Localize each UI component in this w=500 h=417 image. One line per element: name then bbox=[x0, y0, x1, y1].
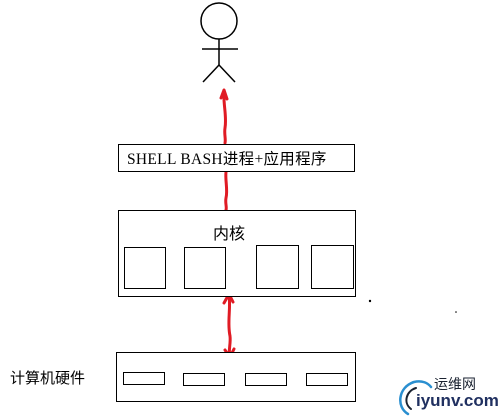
hardware-slot bbox=[123, 372, 165, 385]
hardware-slot bbox=[306, 373, 348, 386]
user-stick-figure bbox=[200, 2, 238, 83]
edge-shell-kernel bbox=[224, 170, 229, 212]
hardware-slot bbox=[183, 373, 225, 386]
user-right-leg bbox=[218, 64, 236, 83]
shell-layer-box bbox=[118, 144, 355, 172]
kernel-layer-label: 内核 bbox=[213, 224, 246, 243]
watermark-text-en: iyunv.com bbox=[416, 391, 499, 410]
user-left-leg bbox=[202, 64, 220, 83]
kernel-slot bbox=[184, 247, 226, 289]
kernel-slot bbox=[256, 245, 299, 289]
hardware-layer-label: 计算机硬件 bbox=[10, 369, 86, 387]
edge-user-shell bbox=[219, 88, 229, 145]
shell-layer-label: SHELL BASH进程+应用程序 bbox=[127, 151, 327, 168]
kernel-slot bbox=[311, 245, 354, 289]
watermark-logo-icon bbox=[399, 380, 433, 416]
hardware-slot bbox=[245, 373, 287, 386]
edge-kernel-hardware bbox=[222, 292, 236, 359]
watermark-text-cn: 运维网 bbox=[434, 377, 476, 393]
kernel-slot bbox=[124, 247, 166, 289]
